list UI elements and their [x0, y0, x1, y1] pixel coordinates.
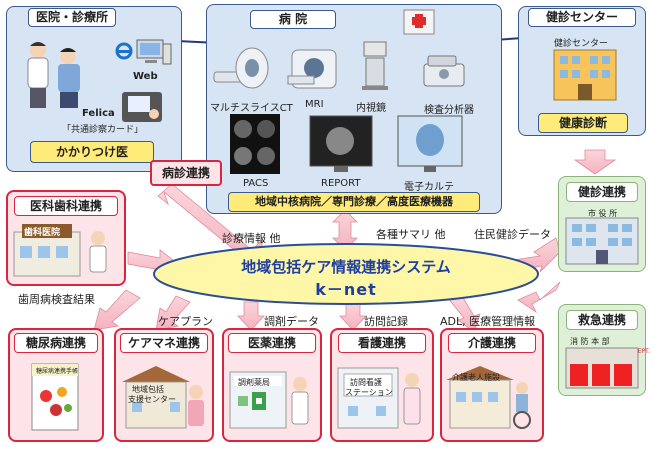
felica-label: Felica: [82, 108, 115, 119]
city-office-sign: 市 役 所: [588, 209, 618, 218]
hospital-icon: [403, 9, 435, 35]
kenko-title: 健診連携: [566, 182, 638, 202]
arrow-kaigo: [447, 295, 481, 333]
ct-scanner-illustration: [213, 47, 269, 89]
byoshin-box: [150, 160, 222, 186]
caremane-title: ケアマネ連携: [120, 333, 208, 353]
dental-clinic-illustration: [13, 224, 107, 277]
pharmacy-building: [229, 371, 309, 429]
nursing-sign1: 訪問看護: [350, 378, 382, 387]
hospital-panel: [206, 4, 502, 214]
checkup-title: 健診センター: [528, 8, 636, 27]
flow-careplan: ケアプラン: [158, 315, 213, 328]
checkup-footer: 健康診断: [538, 113, 628, 133]
mri-label: MRI: [305, 99, 324, 110]
nursing-title: 看護連携: [338, 333, 426, 353]
dental-title: 医科歯科連携: [14, 196, 118, 216]
pacs-screen: [230, 114, 280, 174]
dental-sign: 歯科医院: [24, 228, 61, 238]
diabetes-title: 糖尿病連携: [14, 333, 98, 353]
ct-label: マルチスライスCT: [210, 103, 293, 114]
checkup-sign: 健診センター: [554, 39, 609, 49]
report-label: REPORT: [321, 178, 361, 189]
pharmacy-sign: 調剤薬局: [238, 378, 270, 387]
ekarte-screen: [397, 115, 463, 172]
caremane-building: [122, 366, 204, 429]
arrow-diabetes: [93, 289, 141, 331]
pacs-label: PACS: [243, 178, 269, 189]
analyzer-illustration: [423, 55, 465, 87]
flow-shinryo: 診療情報 他: [222, 232, 281, 245]
flow-chozai: 調剤データ: [264, 315, 319, 328]
flow-perio: 歯周病検査結果: [18, 293, 95, 306]
diabetes-sign: 糖尿病連携手帳: [36, 368, 79, 375]
card-reader-illustration: [122, 92, 162, 122]
arrow-hospital-center: [332, 209, 358, 251]
flow-adl: ADL, 医療管理情報: [440, 315, 536, 328]
flow-kakushu: 各種サマリ 他: [376, 228, 446, 241]
clinic-title: 医院・診療所: [28, 8, 116, 27]
city-office-illustration: [565, 217, 639, 265]
arrow-kyukyu: [517, 281, 561, 314]
nursing-sign2: ステーション: [345, 388, 393, 397]
hospital-footer: 地域中核病院／専門診療／高度医療機器: [228, 192, 480, 212]
endoscope-illustration: [362, 41, 388, 90]
flow-homon: 訪問記録: [364, 315, 408, 328]
doctor-patient-illustration: [27, 42, 80, 108]
fire-dept-sign: 消 防 本 部: [570, 337, 610, 346]
web-label: Web: [133, 71, 158, 82]
caremane-sign2: 支援センター: [128, 395, 176, 404]
hospital-title: 病 院: [250, 10, 336, 29]
center-subtitle: k－net: [315, 280, 377, 299]
diabetes-booklet: [31, 363, 79, 431]
kaigo-building: [446, 366, 531, 429]
fire-station-illustration: [565, 347, 639, 389]
center-title: 地域包括ケア情報連携システム: [241, 258, 451, 276]
ekarte-label: 電子カルテ: [404, 182, 454, 193]
clinic-footer: かかりつけ医: [30, 141, 154, 163]
checkup-building: [553, 49, 617, 101]
byoshin-label: 病診連携: [161, 166, 210, 180]
ie-icon: [115, 42, 133, 60]
caremane-sign1: 地域包括: [132, 385, 164, 394]
nursing-building: [337, 367, 421, 429]
pharmacy-title: 医薬連携: [228, 333, 316, 353]
analyzer-label: 検査分析器: [424, 105, 474, 116]
kyukyu-title: 救急連携: [566, 310, 638, 330]
report-screen: [309, 115, 373, 172]
arrow-checkup-kenko: [573, 149, 617, 175]
common-card-label: 「共通診察カード」: [62, 125, 144, 135]
mri-illustration: [287, 49, 337, 89]
arrow-pharmacy: [237, 301, 265, 331]
flow-jumin: 住民健診データ: [474, 228, 551, 241]
kaigo-sign: 介護老人施設: [452, 373, 500, 382]
kaigo-title: 介護連携: [448, 333, 536, 353]
computer-icon: [136, 39, 172, 65]
endoscope-label: 内視鏡: [356, 103, 386, 114]
